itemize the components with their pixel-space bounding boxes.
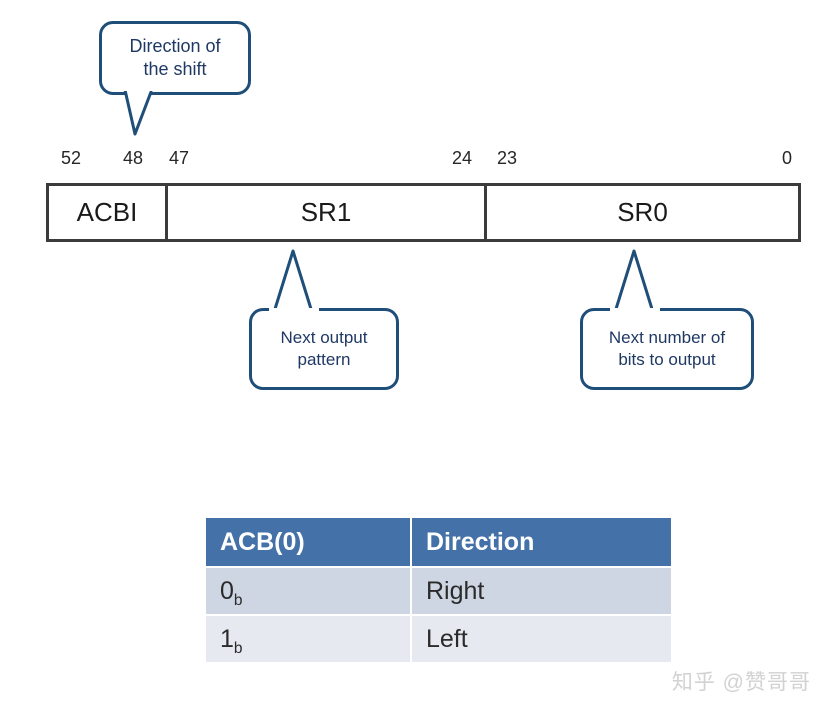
callout-next-number-of-bits: Next number of bits to output	[580, 308, 754, 390]
table-cell-acb-value: 0b	[206, 568, 410, 614]
table-row: 0b Right	[206, 568, 671, 614]
direction-table: ACB(0) Direction 0b Right 1b Left	[204, 516, 673, 664]
bit-label-23: 23	[497, 148, 518, 168]
direction-table-head: ACB(0) Direction	[206, 518, 671, 566]
bit-label-52: 52	[61, 148, 82, 168]
callout-pattern-tail-icon	[269, 249, 319, 311]
acb-value-subscript: b	[233, 639, 243, 657]
bit-label-47: 47	[169, 148, 190, 168]
callout-next-output-pattern: Next output pattern	[249, 308, 399, 390]
table-row: 1b Left	[206, 616, 671, 662]
bit-label-24: 24	[452, 148, 473, 168]
bit-label-48: 48	[123, 148, 144, 168]
table-header-row: ACB(0) Direction	[206, 518, 671, 566]
table-header-acb0: ACB(0)	[206, 518, 410, 566]
bit-label-0: 0	[782, 148, 793, 168]
acb-value-digit: 0	[220, 576, 234, 605]
callout-direction-tail-icon	[119, 88, 159, 136]
table-header-direction: Direction	[412, 518, 671, 566]
direction-table-body: 0b Right 1b Left	[206, 568, 671, 662]
register-field-sr1: SR1	[168, 186, 487, 239]
callout-bits-tail-icon	[610, 249, 660, 311]
callout-direction-text: Direction of the shift	[129, 35, 221, 79]
table-cell-acb-value: 1b	[206, 616, 410, 662]
acb-value-subscript: b	[233, 591, 243, 609]
table-cell-direction: Left	[412, 616, 671, 662]
callout-direction-of-shift: Direction of the shift	[99, 21, 251, 95]
callout-pattern-text: Next output pattern	[280, 328, 368, 369]
callout-bits-text: Next number of bits to output	[608, 328, 726, 369]
register-field-sr0: SR0	[617, 197, 668, 227]
register-bitfield-diagram: ACBI SR1 SR0	[46, 183, 801, 242]
table-cell-direction: Right	[412, 568, 671, 614]
acb-value-digit: 1	[220, 624, 234, 653]
register-field-acbi: ACBI	[49, 186, 168, 239]
watermark: 知乎 @赞哥哥	[671, 671, 811, 694]
